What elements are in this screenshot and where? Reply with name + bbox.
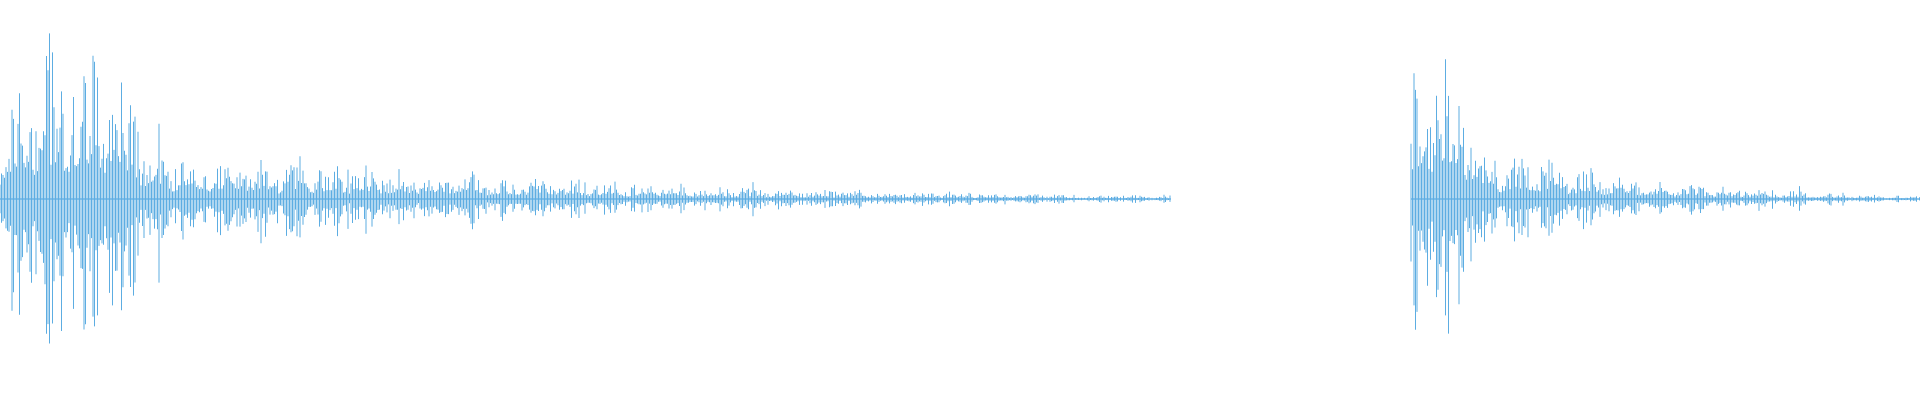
waveform-lines — [0, 33, 1920, 344]
